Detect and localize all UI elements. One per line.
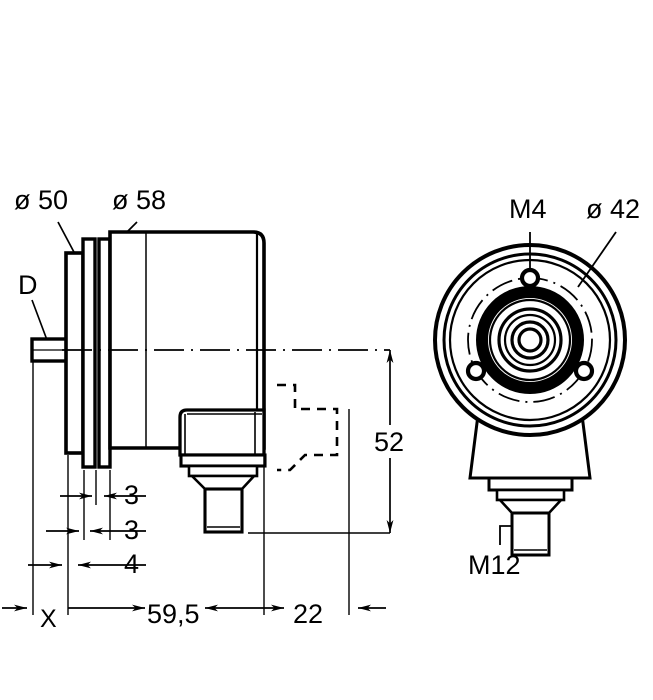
leader-shaft-d: [31, 299, 48, 341]
housing-body-d58: [108, 230, 266, 450]
flange-rib-1: [81, 237, 97, 469]
leader-m12: [499, 525, 512, 545]
label-dimension-3-lower: 3: [124, 515, 140, 545]
label-thread-m4: M4: [509, 194, 547, 224]
label-shaft-d: D: [18, 270, 38, 300]
label-diameter-42: ø 42: [586, 194, 641, 224]
label-dimension-52: 52: [374, 427, 405, 457]
flange-plate-d50: [64, 251, 85, 455]
dimension-extension-lines: [32, 362, 390, 615]
label-dimension-4: 4: [124, 549, 140, 579]
label-diameter-58: ø 58: [112, 185, 167, 215]
label-dimension-x: X: [40, 605, 57, 633]
front-view-assembly: [433, 231, 627, 557]
leader-d58: [125, 221, 138, 234]
label-dimension-22: 22: [293, 599, 324, 629]
label-connector-m12: M12: [468, 550, 521, 580]
label-diameter-50: ø 50: [14, 185, 69, 215]
alternate-connector-outline: [277, 383, 339, 472]
connector-housing: [178, 408, 267, 534]
leader-d42: [577, 231, 617, 288]
label-dimension-3-upper: 3: [124, 480, 140, 510]
leader-d50: [57, 221, 76, 255]
label-dimension-59-5: 59,5: [147, 599, 200, 629]
